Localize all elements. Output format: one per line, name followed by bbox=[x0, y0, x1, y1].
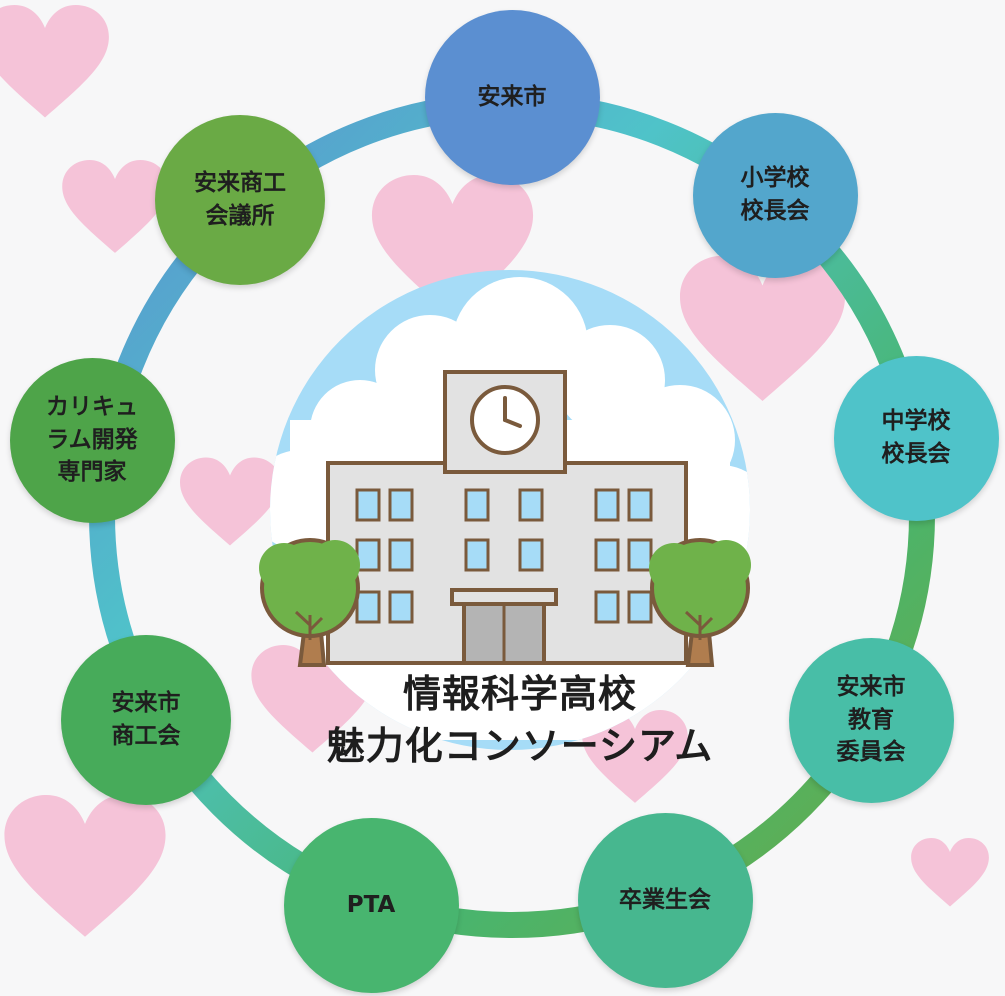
heart-icon bbox=[62, 160, 168, 253]
title-line-2: 魅力化コンソーシアム bbox=[326, 724, 714, 769]
member-node-elementary-principals: 小学校 校長会 bbox=[692, 112, 858, 278]
member-label: PTA bbox=[346, 891, 396, 918]
member-label: 安来市 教育 委員会 bbox=[836, 674, 906, 766]
member-label: 安来市 bbox=[477, 83, 547, 110]
member-node-chamber-of-commerce: 安来商工 会議所 bbox=[155, 115, 325, 285]
tree-icon bbox=[259, 538, 360, 667]
tree-icon bbox=[649, 538, 751, 667]
member-node-alumni-association: 卒業生会 bbox=[577, 812, 753, 988]
heart-icon bbox=[911, 838, 989, 907]
heart-icon bbox=[180, 457, 280, 546]
heart-icon bbox=[0, 5, 109, 118]
member-label: 中学校 校長会 bbox=[881, 408, 951, 467]
member-node-curriculum-experts: カリキュ ラム開発 専門家 bbox=[9, 357, 175, 523]
school-building-icon bbox=[326, 370, 688, 665]
member-node-board-of-education: 安来市 教育 委員会 bbox=[788, 637, 954, 803]
member-node-junior-high-principals: 中学校 校長会 bbox=[833, 355, 999, 521]
member-label: 小学校 校長会 bbox=[740, 165, 810, 224]
heart-icon bbox=[4, 795, 166, 937]
title-line-1: 情報科学高校 bbox=[402, 672, 637, 716]
member-node-commerce-association: 安来市 商工会 bbox=[61, 635, 231, 805]
member-label: カリキュ ラム開発 専門家 bbox=[46, 394, 138, 486]
member-label: 安来市 商工会 bbox=[111, 690, 181, 749]
member-node-yasugi-city: 安来市 bbox=[424, 9, 600, 185]
member-label: 安来商工 会議所 bbox=[194, 170, 286, 229]
member-label: 卒業生会 bbox=[619, 886, 711, 913]
school-illustration bbox=[259, 270, 751, 750]
member-node-pta: PTA bbox=[283, 817, 459, 993]
consortium-title: 情報科学高校 魅力化コンソーシアム bbox=[260, 668, 780, 773]
